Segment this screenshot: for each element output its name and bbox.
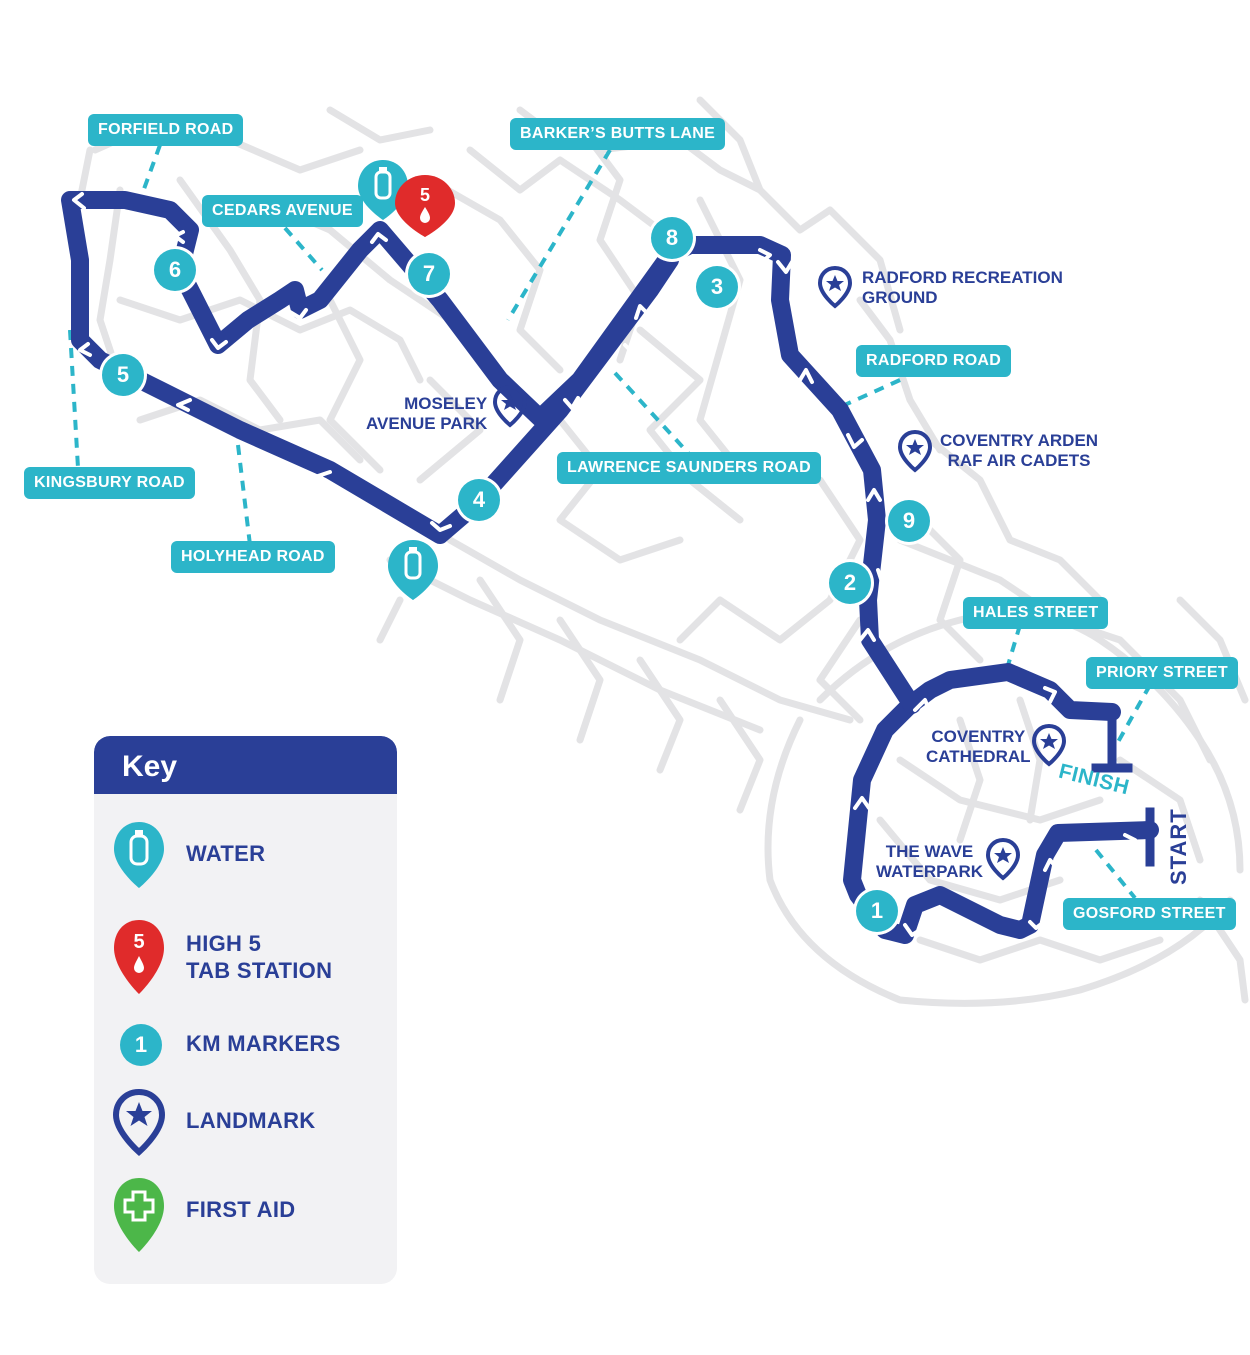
route-outbound — [843, 663, 1159, 944]
key-line: KM MARKERS — [186, 1031, 341, 1056]
landmark-line: THE WAVE — [885, 842, 974, 861]
start-label: START — [1166, 808, 1191, 885]
star-pin-icon — [492, 384, 528, 428]
key-text-water: WATER — [186, 840, 265, 867]
landmark-label-the-wave: THE WAVE WATERPARK — [876, 842, 983, 882]
star-pin-icon — [1031, 723, 1067, 767]
km-marker-3: 3 — [696, 266, 738, 308]
key-text-km: KM MARKERS — [186, 1030, 341, 1057]
street-label-hales-street: HALES STREET — [963, 597, 1109, 629]
key-line: LANDMARK — [186, 1108, 316, 1133]
callout-lines — [68, 144, 1152, 900]
water-bottle-icon — [114, 822, 164, 888]
first-aid-cross-icon — [114, 1178, 164, 1252]
svg-text:5: 5 — [133, 931, 144, 953]
key-line: HIGH 5 — [186, 931, 262, 956]
star-pin-icon — [112, 1088, 166, 1156]
street-label-priory-street: PRIORY STREET — [1086, 657, 1238, 689]
landmark-label-coventry-arden: COVENTRY ARDEN RAF AIR CADETS — [940, 431, 1098, 471]
key-line: TAB STATION — [186, 958, 333, 983]
landmark-line: RADFORD RECREATION — [862, 268, 1063, 287]
street-label-gosford-street: GOSFORD STREET — [1063, 898, 1236, 930]
high5-tab-icon: 5 — [114, 920, 164, 994]
landmark-label-moseley-avenue-park: MOSELEY AVENUE PARK — [366, 394, 487, 434]
street-label-barkers-butts-lane: BARKER’S BUTTS LANE — [510, 118, 726, 150]
star-pin-icon — [817, 265, 853, 309]
landmark-line: WATERPARK — [876, 862, 984, 881]
landmark-label-coventry-cathedral: COVENTRY CATHEDRAL — [926, 727, 1031, 767]
km-marker-1: 1 — [856, 890, 898, 932]
finish-bar — [1091, 707, 1133, 773]
direction-arrows — [72, 192, 1137, 937]
landmark-pins — [492, 265, 1067, 881]
km-marker-2: 2 — [829, 562, 871, 604]
landmark-line: CATHEDRAL — [926, 747, 1031, 766]
key-line: WATER — [186, 841, 266, 866]
street-label-kingsbury-road: KINGSBURY ROAD — [24, 467, 195, 499]
landmark-line: RAF AIR CADETS — [947, 451, 1091, 470]
street-label-cedars-avenue: CEDARS AVENUE — [202, 195, 363, 227]
km-marker-4: 4 — [458, 479, 500, 521]
map-key: Key WATER 5 HIGH 5 TAB STATION 1 KM MARK… — [94, 736, 397, 1284]
street-label-holyhead-road: HOLYHEAD ROAD — [171, 541, 335, 573]
star-pin-icon — [897, 429, 933, 473]
km-marker-7: 7 — [408, 253, 450, 295]
key-title: Key — [94, 736, 397, 794]
street-label-forfield-road: FORFIELD ROAD — [88, 114, 244, 146]
svg-text:5: 5 — [420, 185, 430, 205]
race-route — [61, 191, 1159, 944]
water-pin-icon — [388, 540, 438, 600]
route-north — [61, 191, 921, 714]
high5-tab-pin-icon: 5 — [395, 175, 455, 237]
key-text-first-aid: FIRST AID — [186, 1196, 295, 1223]
landmark-line: GROUND — [862, 288, 938, 307]
key-text-landmark: LANDMARK — [186, 1107, 316, 1134]
street-label-radford-road: RADFORD ROAD — [856, 345, 1012, 377]
street-label-lawrence-saunders-road: LAWRENCE SAUNDERS ROAD — [557, 452, 821, 484]
landmark-line: MOSELEY — [404, 394, 488, 413]
star-pin-icon — [985, 837, 1021, 881]
km-marker-9: 9 — [888, 500, 930, 542]
key-line: FIRST AID — [186, 1197, 296, 1222]
landmark-line: COVENTRY — [931, 727, 1026, 746]
landmark-line: AVENUE PARK — [366, 414, 488, 433]
km-marker-8: 8 — [651, 217, 693, 259]
km-marker-6: 6 — [154, 249, 196, 291]
km-marker-5: 5 — [102, 354, 144, 396]
landmark-line: COVENTRY ARDEN — [940, 431, 1099, 450]
landmark-label-radford-recreation-ground: RADFORD RECREATION GROUND — [862, 268, 1063, 308]
km-marker-sample: 1 — [120, 1024, 162, 1066]
key-text-high5: HIGH 5 TAB STATION — [186, 930, 332, 984]
